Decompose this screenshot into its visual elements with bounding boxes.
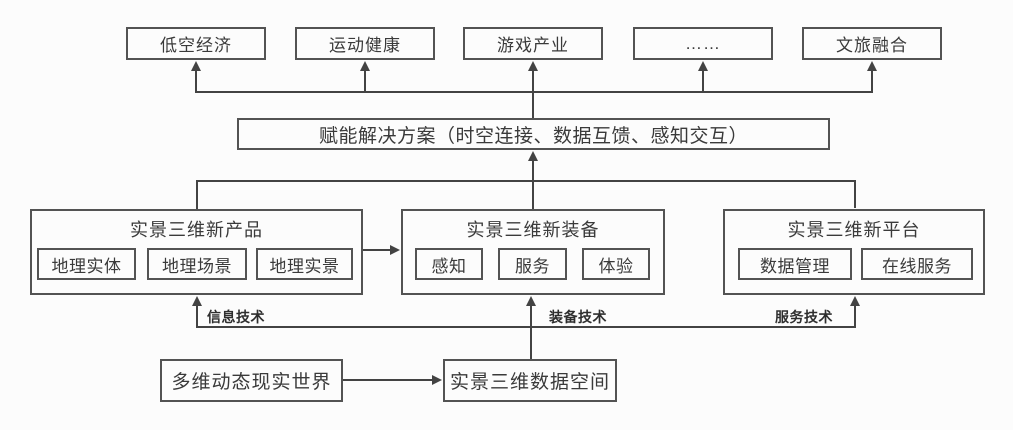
node-app-gaming-industry: 游戏产业 [463, 27, 603, 60]
node-app-ellipsis: …… [633, 27, 773, 60]
node-geo-entity: 地理实体 [37, 248, 136, 280]
node-experience: 体验 [582, 248, 650, 280]
label-equipment-technology: 装备技术 [549, 309, 607, 325]
group-new-equipment: 实景三维新装备 感知 服务 体验 [401, 209, 665, 295]
node-geo-scene: 地理场景 [147, 248, 247, 280]
label-service-technology: 服务技术 [775, 309, 833, 325]
node-multidim-dynamic-real-world: 多维动态现实世界 [160, 359, 343, 402]
node-online-service: 在线服务 [861, 248, 973, 280]
node-service: 服务 [498, 248, 567, 280]
node-app-low-altitude-economy: 低空经济 [126, 27, 266, 60]
group-new-platform: 实景三维新平台 数据管理 在线服务 [723, 209, 985, 295]
node-app-culture-tourism: 文旅融合 [802, 27, 942, 60]
node-data-management: 数据管理 [738, 248, 852, 280]
node-app-sports-health: 运动健康 [295, 27, 435, 60]
node-perception: 感知 [415, 248, 483, 280]
group-title: 实景三维新产品 [130, 220, 263, 240]
label-information-technology: 信息技术 [207, 309, 265, 325]
group-title: 实景三维新装备 [466, 220, 600, 240]
group-new-products: 实景三维新产品 地理实体 地理场景 地理实景 [30, 209, 363, 295]
node-geo-reality: 地理实景 [256, 248, 353, 280]
group-title: 实景三维新平台 [787, 220, 921, 240]
node-enabling-solution: 赋能解决方案（时空连接、数据互馈、感知交互） [237, 118, 830, 150]
node-reality3d-data-space: 实景三维数据空间 [443, 359, 617, 402]
